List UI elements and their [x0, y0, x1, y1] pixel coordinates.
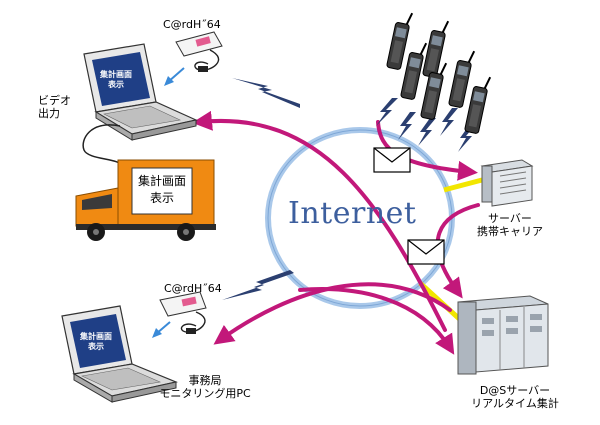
laptop-top-screen-line2: 表示	[108, 80, 124, 89]
truck-sign-line2: 表示	[149, 191, 174, 205]
card-bottom-icon	[159, 291, 207, 334]
truck-icon	[75, 159, 216, 241]
truck-sign-line1: 集計画面	[137, 174, 186, 188]
blue-arrow-bottom	[152, 321, 171, 338]
arrow-carrier-to-ds	[435, 203, 480, 299]
carrier-server-label: サーバー 携帯キャリア	[470, 212, 550, 238]
phone-icon	[448, 50, 476, 108]
carrier-server-icon	[480, 159, 534, 207]
phone-icon	[386, 12, 414, 70]
laptop-bottom-screen-line2: 表示	[88, 342, 104, 351]
phone-icon	[420, 62, 448, 120]
office-pc-line1: 事務局	[188, 374, 222, 387]
video-cable	[82, 124, 123, 167]
arrow-to-laptop-top	[192, 110, 447, 332]
truck-sign: 集計画面 表示	[132, 173, 192, 207]
yellow-link-carrier	[443, 177, 483, 193]
card-bottom-label: C@rdH˝64	[164, 282, 222, 295]
office-pc-line2: モニタリング用PC	[159, 387, 251, 400]
laptop-top-screen-text: 集計画面 表示	[96, 70, 136, 90]
ds-server-line2: リアルタイム集計	[471, 397, 559, 410]
lightning-top-laptop	[232, 78, 300, 108]
laptop-top-screen-line1: 集計画面	[100, 70, 132, 79]
lightning-bottom-laptop	[222, 270, 294, 300]
carrier-server-line1: サーバー	[488, 212, 532, 225]
ds-server-icon	[457, 295, 549, 375]
phone-icon	[422, 20, 450, 78]
ds-server-label: D@Sサーバー リアルタイム集計	[460, 384, 570, 410]
internet-label: Internet	[288, 196, 417, 231]
phone-icon	[464, 76, 492, 134]
office-pc-label: 事務局 モニタリング用PC	[150, 374, 260, 400]
video-out-line2: 出力	[38, 107, 60, 120]
phone-icon	[400, 42, 428, 100]
carrier-server-line2: 携帯キャリア	[477, 225, 543, 238]
lightning-phones	[376, 98, 476, 152]
envelope-icon-top	[373, 147, 411, 173]
card-top-icon	[175, 31, 223, 72]
laptop-bottom-screen-line1: 集計画面	[80, 332, 112, 341]
video-out-label: ビデオ 出力	[38, 94, 71, 120]
video-out-line1: ビデオ	[38, 94, 71, 107]
blue-arrow-top	[164, 67, 185, 86]
arrow-globe-to-ds	[298, 287, 455, 355]
cell-phones	[386, 12, 492, 134]
laptop-bottom-icon	[61, 305, 179, 403]
laptop-top-icon	[83, 43, 198, 141]
ds-server-line1: D@Sサーバー	[479, 384, 551, 397]
card-top-label: C@rdH˝64	[163, 18, 221, 31]
laptop-bottom-screen-text: 集計画面 表示	[76, 332, 116, 352]
envelope-icon-middle	[407, 239, 445, 265]
